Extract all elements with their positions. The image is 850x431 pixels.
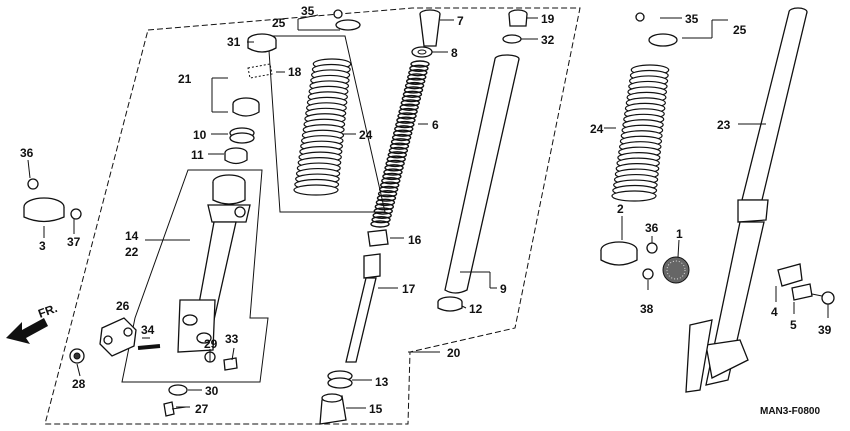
- callout-34: 34: [141, 323, 155, 337]
- bolt-part-36b: [646, 242, 658, 254]
- seal-part-21: [232, 97, 260, 117]
- callout-13: 13: [375, 375, 389, 389]
- callout-8: 8: [451, 46, 458, 60]
- bolt-part-33: [223, 357, 238, 371]
- callout-36: 36: [20, 146, 34, 160]
- callout-9: 9: [500, 282, 507, 296]
- bolt-part-27: [163, 401, 187, 417]
- callout-labels: 35 25 31 18 21 10 11 24 36 3 37 14 22 26…: [20, 4, 832, 417]
- direction-label: FR.: [36, 301, 59, 321]
- callout-10: 10: [193, 128, 207, 142]
- spring-part-13: [327, 370, 353, 389]
- callout-7: 7: [457, 14, 464, 28]
- washer-part-10: [229, 127, 255, 144]
- callout-36-right: 36: [645, 221, 659, 235]
- clamp-part-25b: [648, 33, 678, 47]
- callout-12: 12: [469, 302, 483, 316]
- callout-4: 4: [771, 305, 778, 319]
- callout-35: 35: [301, 4, 315, 18]
- fork-pipe-part: [444, 54, 520, 294]
- bolt-part-36a: [27, 178, 39, 190]
- callout-38: 38: [640, 302, 654, 316]
- callout-22: 22: [125, 245, 139, 259]
- callout-18: 18: [288, 65, 302, 79]
- reflector-part-1: [662, 256, 690, 284]
- dust-boot-part: [293, 58, 352, 196]
- callout-37: 37: [67, 235, 81, 249]
- clamp-part-3: [23, 197, 65, 223]
- dust-boot-part-right: [611, 64, 670, 202]
- clip-part-18: [247, 63, 273, 79]
- callout-23: 23: [717, 118, 731, 132]
- callout-21: 21: [178, 72, 192, 86]
- callout-24-right: 24: [590, 122, 604, 136]
- nut-part-38: [642, 268, 654, 280]
- callout-5: 5: [790, 318, 797, 332]
- callout-25: 25: [272, 16, 286, 30]
- cap-bolt-part-19: [508, 9, 528, 27]
- callout-33: 33: [225, 332, 239, 346]
- diagram-code: MAN3-F0800: [760, 406, 820, 417]
- bracket-part-4: [777, 263, 803, 287]
- o-ring-part-32: [502, 34, 522, 44]
- callout-20: 20: [447, 346, 461, 360]
- callout-6: 6: [432, 118, 439, 132]
- callout-26: 26: [116, 299, 130, 313]
- callout-24: 24: [359, 128, 373, 142]
- bolt-part-39: [811, 291, 835, 305]
- fork-spring-part: [370, 60, 430, 228]
- callout-16: 16: [408, 233, 422, 247]
- callout-3: 3: [39, 239, 46, 253]
- axle-holder-part: [99, 317, 137, 357]
- clamp-part-25a: [335, 19, 361, 31]
- assembly-boundary-20: [44, 7, 581, 425]
- callout-25-right: 25: [733, 23, 747, 37]
- callout-17: 17: [402, 282, 416, 296]
- callout-28: 28: [72, 377, 86, 391]
- bolt-part-35a: [333, 9, 343, 19]
- leader-lines: [27, 14, 829, 409]
- bolt-part-28: [69, 348, 85, 364]
- fork-slider-part: [177, 174, 251, 353]
- callout-39: 39: [818, 323, 832, 337]
- washer-part-8: [411, 46, 433, 58]
- callout-29: 29: [204, 337, 218, 351]
- callout-31: 31: [227, 35, 241, 49]
- bushing-part-11: [224, 147, 248, 165]
- callout-35-right: 35: [685, 12, 699, 26]
- callout-2: 2: [617, 202, 624, 216]
- callout-1: 1: [676, 227, 683, 241]
- callout-30: 30: [205, 384, 219, 398]
- fork-leg-assembly-part: [685, 7, 808, 393]
- lock-piece-part-15: [319, 393, 347, 425]
- oil-seal-part-31: [247, 33, 277, 53]
- bolt-part-35b: [635, 12, 645, 22]
- callout-32: 32: [541, 33, 555, 47]
- front-direction-arrow: FR.: [6, 301, 59, 344]
- collar-part-7: [419, 9, 441, 47]
- stud-part: [137, 344, 161, 350]
- washer-part-30: [168, 384, 188, 396]
- callout-14: 14: [125, 229, 139, 243]
- nut-part-37: [70, 208, 82, 220]
- clamp-part-2: [600, 241, 638, 266]
- callout-15: 15: [369, 402, 383, 416]
- bracket-part-5: [791, 283, 813, 301]
- guide-bushing-part-12: [437, 296, 463, 312]
- damper-rod-part: [345, 229, 389, 363]
- callout-27: 27: [195, 402, 209, 416]
- callout-11: 11: [191, 148, 204, 162]
- callout-19: 19: [541, 12, 555, 26]
